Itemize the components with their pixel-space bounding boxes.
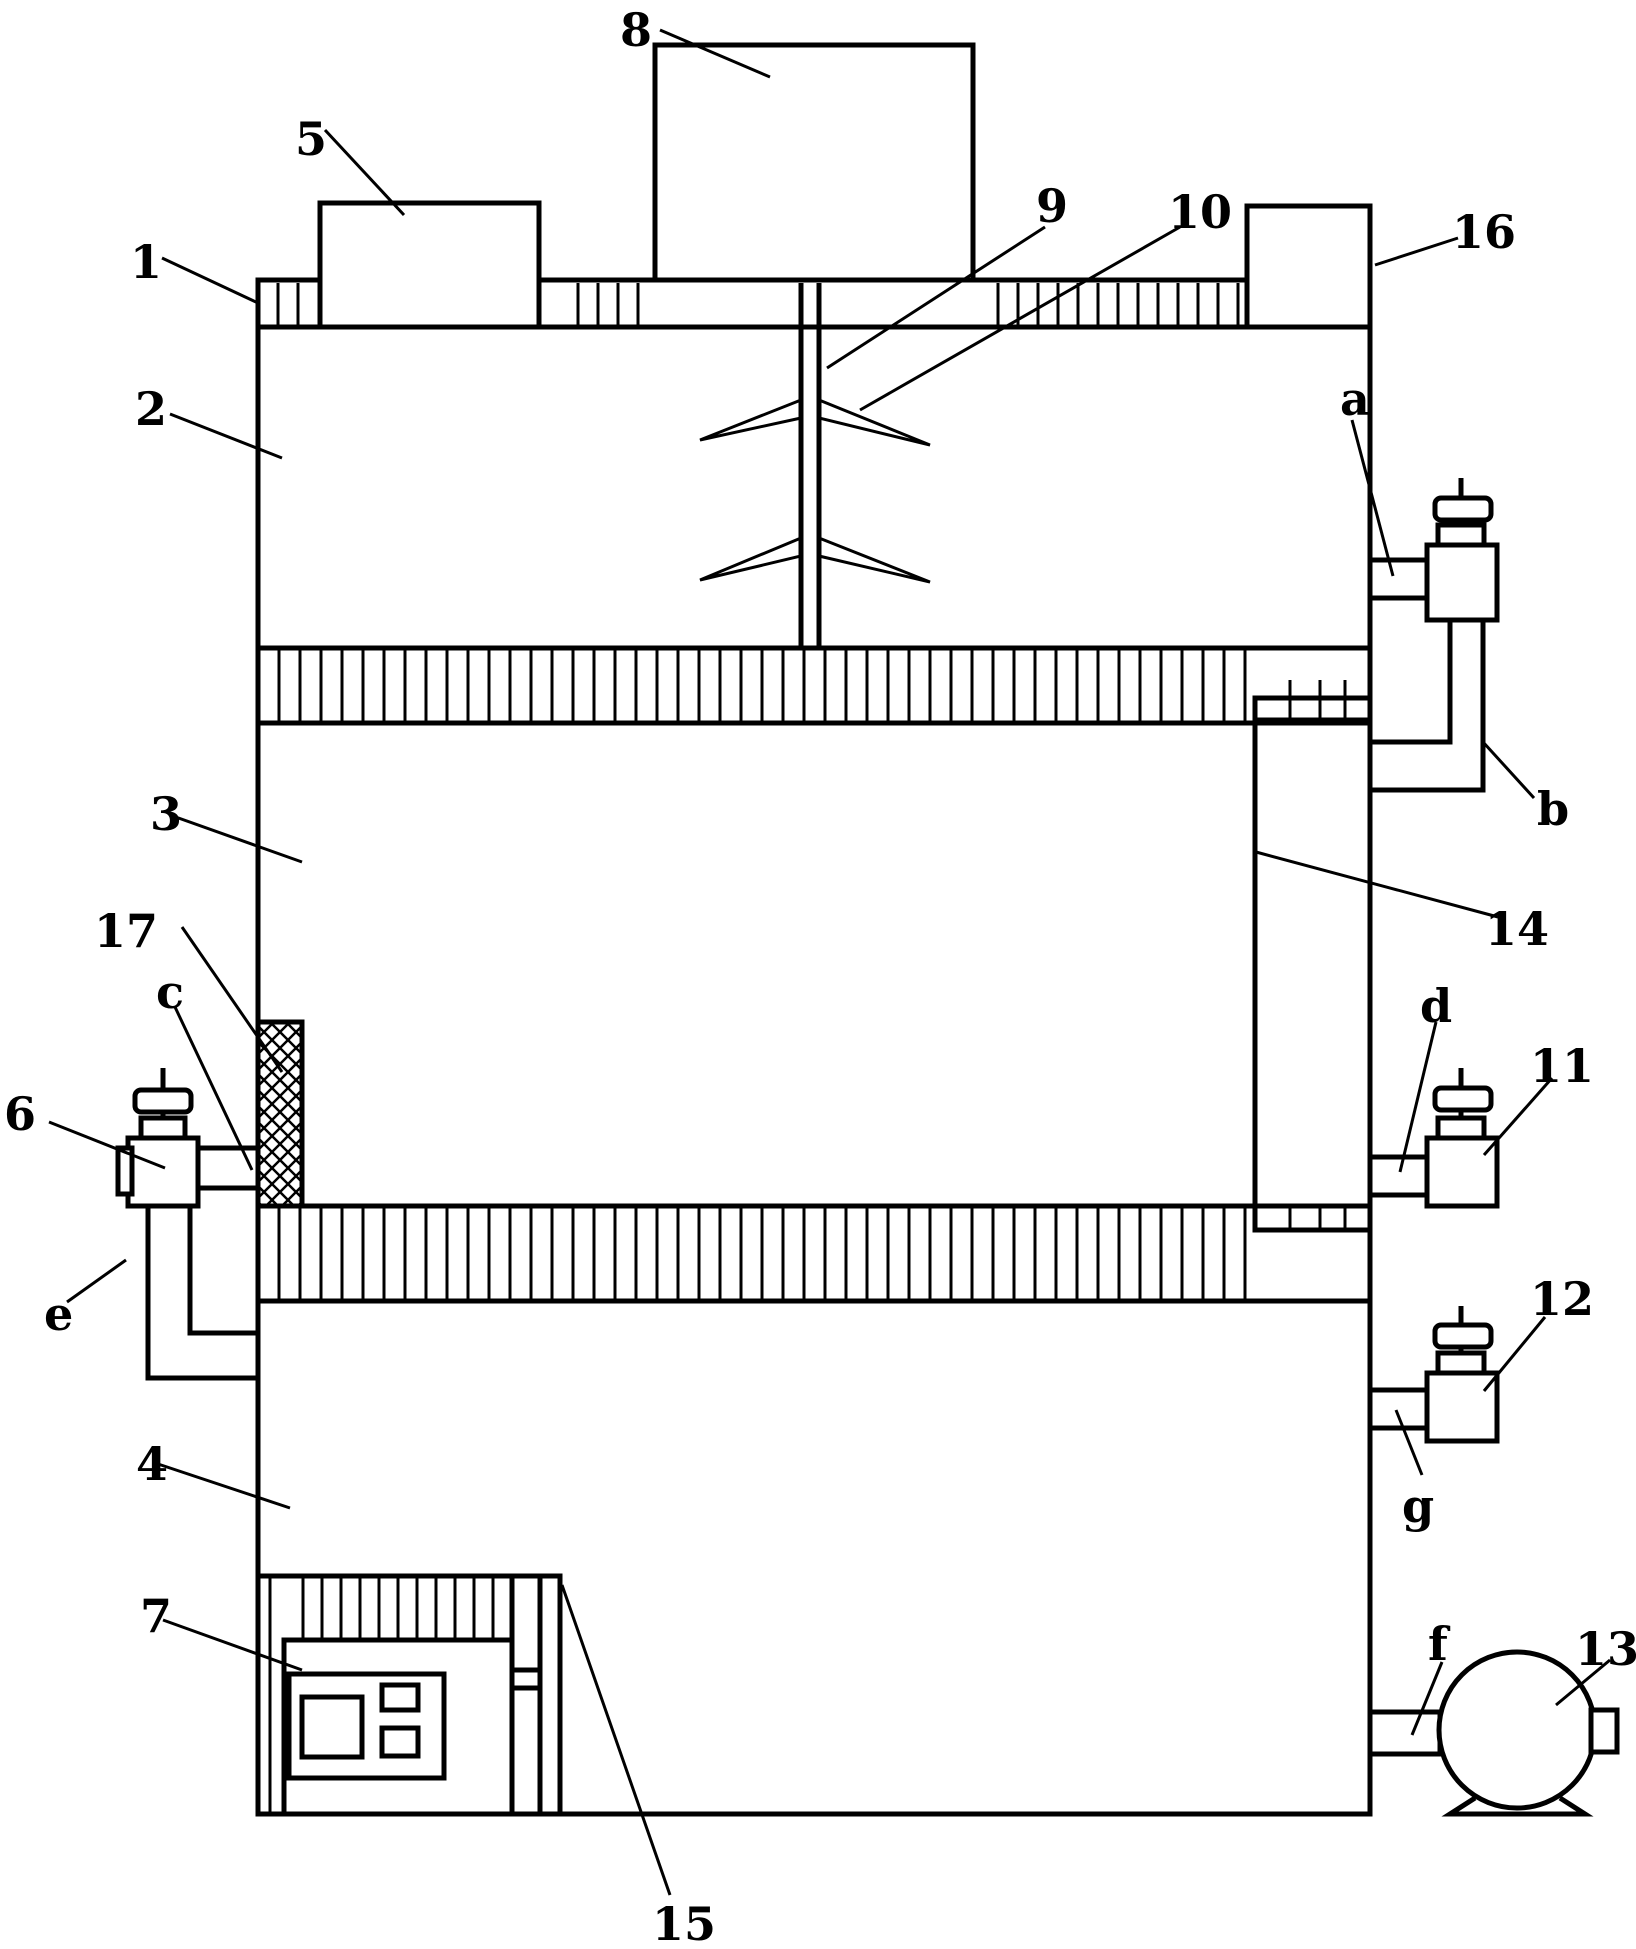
lower-separator-plate [255, 1203, 1373, 1304]
label-16: 16 [1452, 205, 1516, 259]
label-f: f [1428, 1617, 1451, 1671]
upper-separator-plate [255, 645, 1373, 726]
label-12: 12 [1530, 1272, 1594, 1326]
filter-17 [255, 1019, 305, 1209]
label-10: 10 [1168, 185, 1232, 239]
label-e: e [44, 1287, 73, 1341]
label-6: 6 [4, 1087, 36, 1141]
label-2: 2 [135, 382, 167, 436]
label-b: b [1537, 782, 1569, 836]
label-13: 13 [1575, 1622, 1636, 1676]
label-1: 1 [130, 235, 162, 289]
top-box-5 [317, 200, 542, 330]
pump-13-assembly [1367, 1649, 1620, 1817]
label-a: a [1340, 372, 1370, 426]
down-pipe-14 [1252, 680, 1373, 1233]
label-4: 4 [136, 1437, 168, 1491]
label-14: 14 [1485, 902, 1549, 956]
label-15: 15 [652, 1897, 716, 1949]
stirring-shaft-9 [798, 283, 822, 648]
tank-body [255, 324, 1373, 1817]
label-5: 5 [295, 112, 327, 166]
stirring-blades-10 [699, 397, 931, 584]
label-g: g [1402, 1479, 1434, 1533]
valve-12-assembly [1367, 1306, 1500, 1444]
valve-6-assembly [115, 1068, 261, 1381]
label-9: 9 [1036, 179, 1068, 233]
valve-11-assembly [1367, 1068, 1500, 1209]
valve-a-assembly [1367, 478, 1500, 793]
label-11: 11 [1530, 1039, 1594, 1093]
label-7: 7 [140, 1589, 172, 1643]
leader-lines [48, 28, 1611, 1896]
motor-8 [652, 42, 976, 283]
vent-box-16 [1244, 203, 1373, 330]
label-c: c [156, 965, 184, 1019]
label-3: 3 [150, 787, 182, 841]
label-d: d [1420, 979, 1452, 1033]
control-box-assembly [255, 1573, 563, 1817]
label-8: 8 [620, 3, 652, 57]
label-17: 17 [94, 904, 158, 958]
